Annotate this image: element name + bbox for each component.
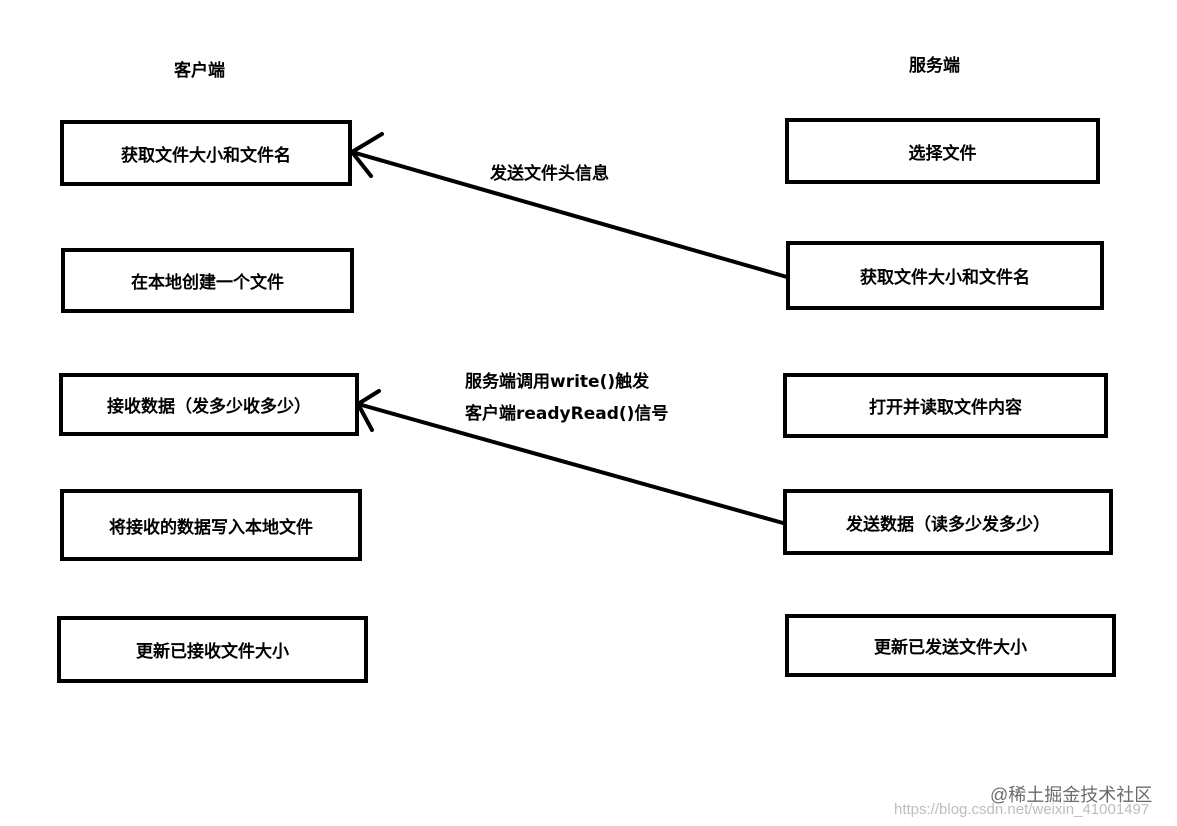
client-step-write-local-file: 将接收的数据写入本地文件	[60, 489, 362, 561]
client-step-update-received-size: 更新已接收文件大小	[57, 616, 368, 683]
server-step-send-data: 发送数据（读多少发多少）	[783, 489, 1113, 555]
arrow-label-readyread-signal: 客户端readyRead()信号	[465, 404, 669, 424]
arrow-send-data	[356, 389, 785, 525]
watermark-site-name: @稀土掘金技术社区	[990, 785, 1153, 805]
arrow-label-file-header: 发送文件头信息	[490, 164, 609, 184]
client-step-create-local-file: 在本地创建一个文件	[61, 248, 354, 313]
arrow-label-write-trigger: 服务端调用write()触发	[465, 372, 650, 392]
server-step-update-sent-size: 更新已发送文件大小	[785, 614, 1116, 677]
arrow-file-header	[350, 132, 789, 279]
server-heading: 服务端	[909, 56, 960, 76]
client-heading: 客户端	[174, 61, 225, 81]
client-step-get-file-info: 获取文件大小和文件名	[60, 120, 352, 186]
server-step-get-file-info: 获取文件大小和文件名	[786, 241, 1104, 310]
server-step-open-read-file: 打开并读取文件内容	[783, 373, 1108, 438]
server-step-select-file: 选择文件	[785, 118, 1100, 184]
watermark-url: https://blog.csdn.net/weixin_41001497	[894, 801, 1150, 818]
client-step-receive-data: 接收数据（发多少收多少）	[59, 373, 359, 436]
